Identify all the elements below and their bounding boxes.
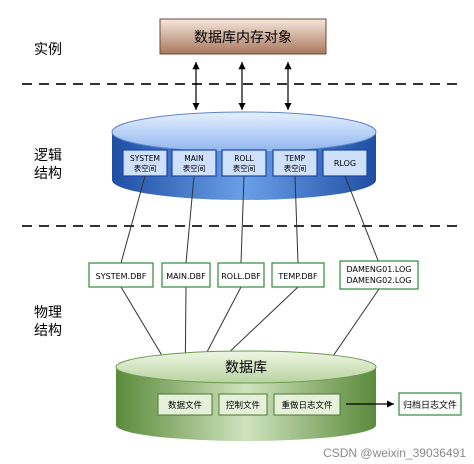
- tablespace-name: ROLL: [234, 154, 254, 163]
- tablespace-name: MAIN: [184, 154, 203, 163]
- memory-logical-arrows: [192, 62, 292, 110]
- data-file-box: MAIN.DBF: [161, 262, 211, 288]
- tablespace-type: 表空间: [134, 163, 157, 173]
- label-logical-1: 逻辑: [34, 148, 62, 164]
- database-title: 数据库: [225, 360, 267, 376]
- database-file-label: 数据文件: [168, 400, 203, 411]
- tablespace-type: 表空间: [183, 163, 206, 173]
- archive-log-box: 归档日志文件: [398, 392, 462, 416]
- connector-line: [240, 175, 245, 264]
- tablespace-name: SYSTEM: [130, 154, 160, 163]
- tablespace-name: RLOG: [334, 159, 356, 168]
- memory-object-box: 数据库内存对象: [159, 18, 327, 55]
- data-file-name: MAIN.DBF: [166, 272, 206, 281]
- data-file-box: DAMENG01.LOG DAMENG02.LOG: [339, 260, 419, 290]
- label-logical-2: 结构: [34, 166, 62, 182]
- data-file-name: ROLL.DBF: [221, 272, 261, 281]
- connector-line: [294, 175, 299, 264]
- archive-log-label: 归档日志文件: [403, 399, 457, 411]
- data-file-box: SYSTEM.DBF: [88, 262, 154, 288]
- database-file-box: 控制文件: [218, 393, 268, 416]
- data-file-name: DAMENG01.LOG: [346, 265, 411, 274]
- database-file-label: 控制文件: [226, 400, 261, 411]
- data-file-name: DAMENG02.LOG: [346, 276, 411, 285]
- tablespace-type: 表空间: [233, 163, 256, 173]
- database-file-box: 数据文件: [157, 393, 213, 416]
- tablespace-name: TEMP: [284, 154, 306, 163]
- connector-line: [120, 175, 146, 264]
- database-file-box: 重做日志文件: [273, 393, 341, 416]
- tablespace-type: 表空间: [284, 163, 307, 173]
- data-file-name: SYSTEM.DBF: [96, 272, 147, 281]
- label-instance: 实例: [34, 42, 62, 58]
- memory-object-label: 数据库内存对象: [194, 30, 292, 46]
- database-file-label: 重做日志文件: [281, 400, 333, 411]
- label-physical-1: 物理: [34, 305, 62, 321]
- data-file-box: ROLL.DBF: [217, 262, 265, 288]
- data-file-name: TEMP.DBF: [277, 272, 318, 281]
- watermark: CSDN @weixin_39036491: [323, 446, 466, 460]
- data-file-box: TEMP.DBF: [271, 262, 325, 288]
- connector-line: [344, 175, 380, 264]
- connector-line: [185, 175, 195, 264]
- label-physical-2: 结构: [34, 323, 62, 339]
- tablespace-rlog: RLOG: [322, 149, 368, 177]
